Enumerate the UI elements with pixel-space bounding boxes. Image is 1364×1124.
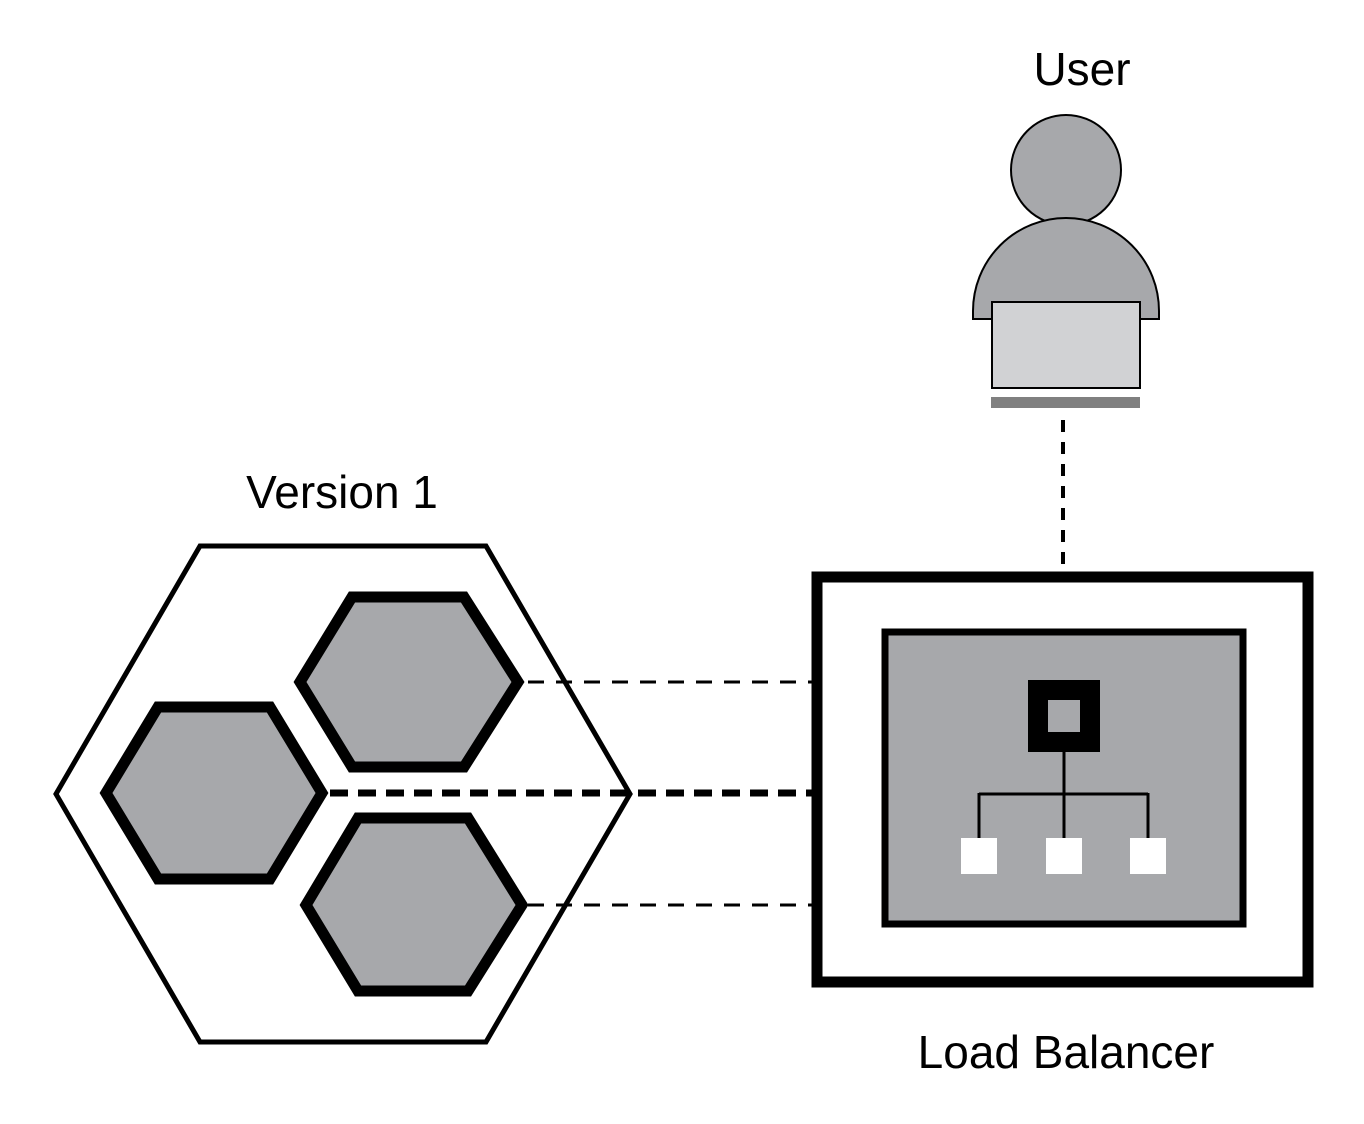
service-node-bottom xyxy=(299,812,529,997)
service-node-top xyxy=(293,591,525,773)
version-label: Version 1 xyxy=(246,466,438,518)
tree-leaf-right xyxy=(1130,838,1166,874)
version-group: Version 1 xyxy=(53,466,633,1045)
laptop-base xyxy=(991,397,1140,408)
user-group: User xyxy=(972,43,1160,408)
tree-leaf-middle xyxy=(1046,838,1082,874)
hexagon-cluster-icon xyxy=(53,543,633,1045)
laptop-screen xyxy=(991,301,1141,389)
user-head xyxy=(1010,114,1122,226)
user-body xyxy=(972,217,1160,320)
load-balancer-group: Load Balancer xyxy=(811,571,1314,1078)
load-balancer-label: Load Balancer xyxy=(918,1026,1215,1078)
network-tree-icon xyxy=(961,680,1166,874)
tree-leaf-left xyxy=(961,838,997,874)
service-node-left xyxy=(99,701,329,885)
user-label: User xyxy=(1033,43,1130,95)
user-with-laptop-icon xyxy=(972,114,1160,408)
tree-root-node-inner xyxy=(1048,700,1080,732)
